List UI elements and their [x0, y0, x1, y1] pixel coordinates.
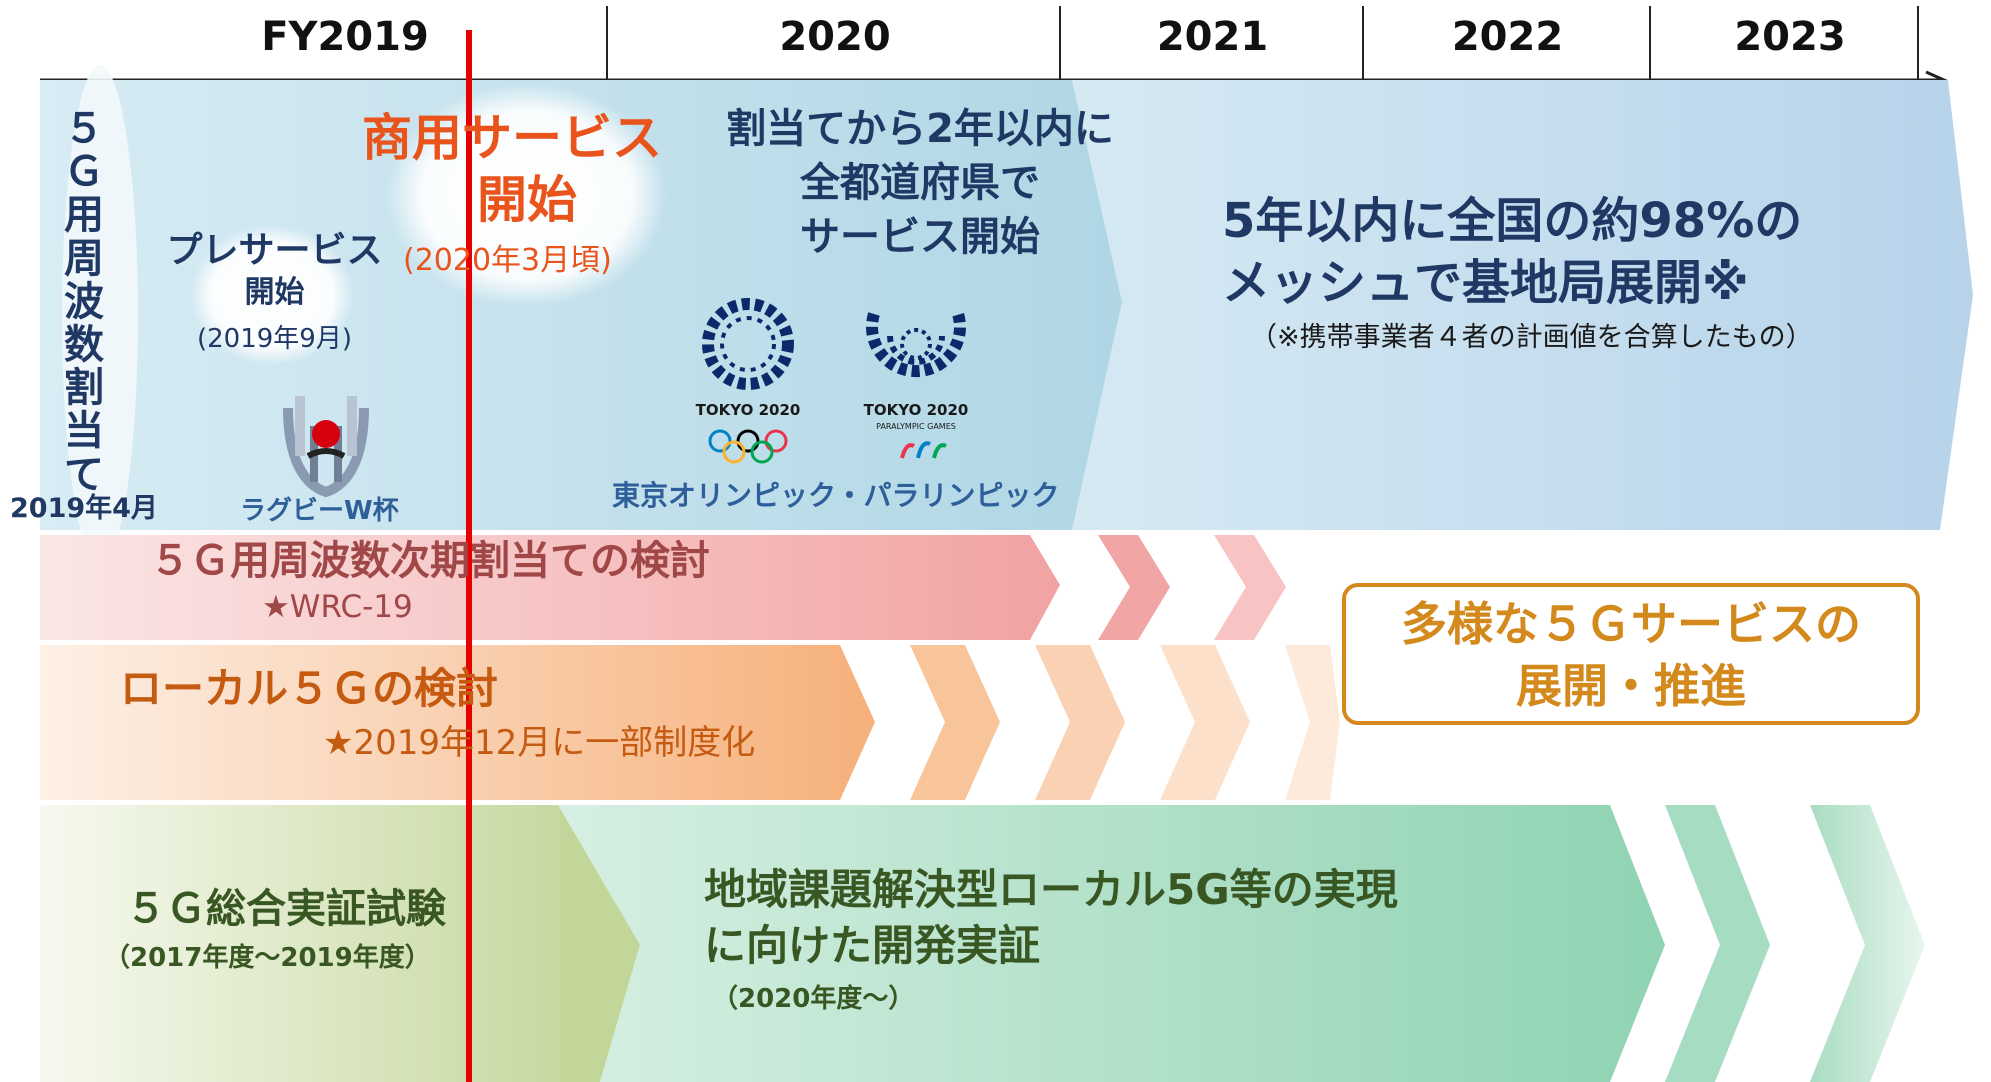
prefectures-line3: サービス開始 [800, 214, 1040, 260]
diverse-line1: 多様な５Ｇサービスの [1401, 597, 1861, 651]
year-label-2020: 2020 [779, 14, 891, 60]
green-band-left-tip [560, 805, 640, 1082]
olympics-label: 東京オリンピック・パラリンピック [612, 479, 1060, 512]
tokyo2020-olympic-emblem-icon [702, 298, 794, 390]
prefectures-line1: 割当てから2年以内に [726, 106, 1114, 152]
commercial-title: 商用サービス [362, 109, 662, 167]
orange-chevron [910, 645, 1000, 800]
nationwide-line2: メッシュで基地局展開※ [1222, 255, 1749, 311]
green-chevron [1810, 805, 1925, 1082]
allocation-vertical-label: ５Ｇ用周波数割当て [64, 106, 104, 498]
orange-chevron [1035, 645, 1125, 800]
local5g-title: ローカル５Ｇの検討 [120, 664, 499, 713]
green-band-left [40, 805, 600, 1082]
trial-sub: （2017年度～2019年度） [104, 943, 431, 973]
paralympic-logo-subtext: PARALYMPIC GAMES [876, 422, 956, 431]
diverse-line2: 展開・推進 [1516, 659, 1746, 714]
pink-chevron [1214, 535, 1286, 640]
paralympic-logo-text: TOKYO 2020 [863, 401, 969, 419]
year-label-2023: 2023 [1734, 14, 1846, 60]
regional-line2: に向けた開発実証 [704, 921, 1041, 970]
green-band-main [558, 805, 1665, 1082]
commercial-title-line2: 開始 [477, 171, 577, 229]
tokyo2020-paralympic-emblem-icon [866, 312, 966, 378]
orange-chevron [1160, 645, 1250, 800]
year-label-fy2019: FY2019 [261, 14, 429, 60]
pink-band [40, 535, 1060, 640]
orange-band [40, 645, 875, 800]
olympic-logo-text: TOKYO 2020 [695, 401, 801, 419]
regional-sub: （2020年度～） [712, 984, 915, 1014]
next-allocation-sub: ★WRC-19 [262, 589, 413, 625]
rugby-label: ラグビーW杯 [240, 496, 399, 526]
local5g-sub: ★2019年12月に一部制度化 [323, 723, 756, 763]
pre-service-glow [190, 225, 354, 365]
trial-title: ５Ｇ総合実証試験 [126, 886, 446, 932]
nationwide-line1: 5年以内に全国の約98%の [1222, 193, 1803, 249]
olympic-rings-icon [708, 429, 788, 464]
blue-band-inner [40, 80, 1122, 530]
year-label-2021: 2021 [1156, 14, 1269, 60]
pre-service-date: (2019年9月) [197, 324, 352, 354]
green-chevron [1665, 805, 1770, 1082]
commercial-date: (2020年3月頃) [403, 243, 612, 278]
rugby-world-cup-logo-icon [283, 396, 369, 498]
allocation-date: 2019年4月 [10, 493, 158, 524]
pre-service-title: プレサービス [166, 230, 383, 271]
year-label-2022: 2022 [1451, 14, 1564, 60]
nationwide-note: （※携帯事業者４者の計画値を合算したもの） [1250, 322, 1813, 353]
regional-line1: 地域課題解決型ローカル5G等の実現 [704, 865, 1398, 914]
diverse-services-box: 多様な５Ｇサービスの 展開・推進 [1342, 583, 1920, 725]
allocation-ellipse [62, 65, 138, 565]
orange-chevron [1285, 645, 1340, 800]
prefectures-line2: 全都道府県で [800, 160, 1040, 206]
pink-chevron [1098, 535, 1170, 640]
paralympic-agitos-icon [900, 441, 947, 459]
next-allocation-title: ５Ｇ用周波数次期割当ての検討 [150, 538, 710, 584]
commercial-glow [387, 83, 667, 307]
pre-service-title-line2: 開始 [244, 275, 305, 310]
